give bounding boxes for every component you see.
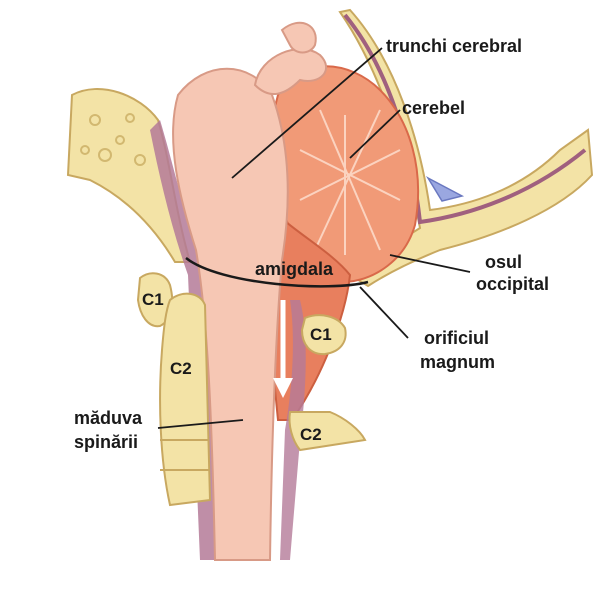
label-c2-left: C2 (170, 359, 192, 378)
label-cerebellum: cerebel (402, 98, 465, 118)
foramen-magnum-outline (185, 257, 369, 288)
label-occipital-2: occipital (476, 274, 549, 294)
label-foramen-2: magnum (420, 352, 495, 372)
occipital-pointer (389, 254, 471, 273)
label-c2-right: C2 (300, 425, 322, 444)
label-c1-left: C1 (142, 290, 164, 309)
label-cord-1: măduva (74, 408, 143, 428)
cerebellum-pointer (349, 109, 401, 159)
label-tonsil: amigdala (255, 259, 334, 279)
cord-pointer (157, 419, 244, 429)
label-c1-right: C1 (310, 325, 332, 344)
label-occipital-1: osul (485, 252, 522, 272)
c2-spinous-process (288, 411, 367, 452)
label-brainstem: trunchi cerebral (386, 36, 522, 56)
brainstem-pointer (231, 47, 383, 179)
foramen-pointer (359, 286, 409, 339)
venous-sinus (425, 176, 465, 202)
c2-vertebra-left (159, 292, 212, 507)
label-cord-2: spinării (74, 432, 138, 452)
herniation-arrow (273, 300, 293, 398)
label-foramen-1: orificiul (424, 328, 489, 348)
brainstem-top (253, 48, 328, 95)
c1-posterior-arch (300, 314, 347, 356)
dura-membrane (343, 13, 587, 225)
brainstem-shape (172, 67, 289, 561)
